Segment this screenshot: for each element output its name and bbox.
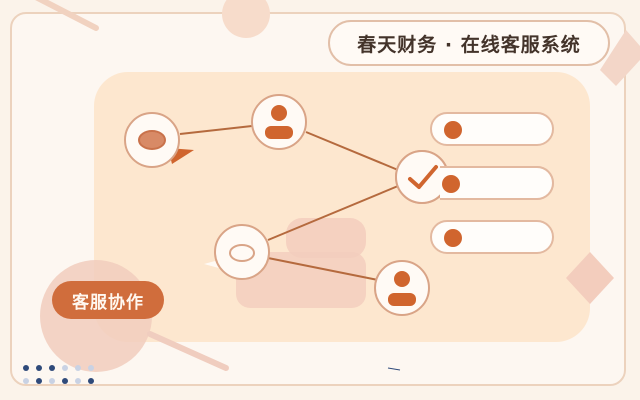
deco-diamond-right: [566, 252, 614, 304]
list-item-overlap: [440, 166, 554, 200]
list-item[interactable]: [430, 112, 554, 146]
connector-lines: [179, 125, 399, 281]
list-bullet-dot: [444, 229, 462, 247]
collaboration-badge[interactable]: 客服协作: [52, 281, 164, 319]
deco-line-bottom: [147, 331, 229, 371]
list-item[interactable]: [430, 220, 554, 254]
list-bullet-dot: [444, 121, 462, 139]
chat-bubble-icon[interactable]: [124, 112, 194, 168]
list-bullet-dot: [442, 175, 460, 193]
deco-rect-2: [236, 252, 366, 308]
deco-diamond-top-right: [600, 30, 640, 86]
user-icon[interactable]: [251, 94, 307, 150]
checkmark-icon[interactable]: [395, 150, 449, 204]
deco-line-top-left: [35, 0, 99, 31]
deco-circle-top: [222, 0, 270, 38]
chat-bubble-outline-icon[interactable]: [204, 224, 270, 280]
user-icon[interactable]: [374, 260, 430, 316]
deco-rect-1: [286, 218, 366, 258]
page-title: 春天财务 · 在线客服系统: [328, 20, 610, 66]
dot-grid-decoration: [23, 365, 94, 384]
deco-tick: [387, 367, 401, 371]
